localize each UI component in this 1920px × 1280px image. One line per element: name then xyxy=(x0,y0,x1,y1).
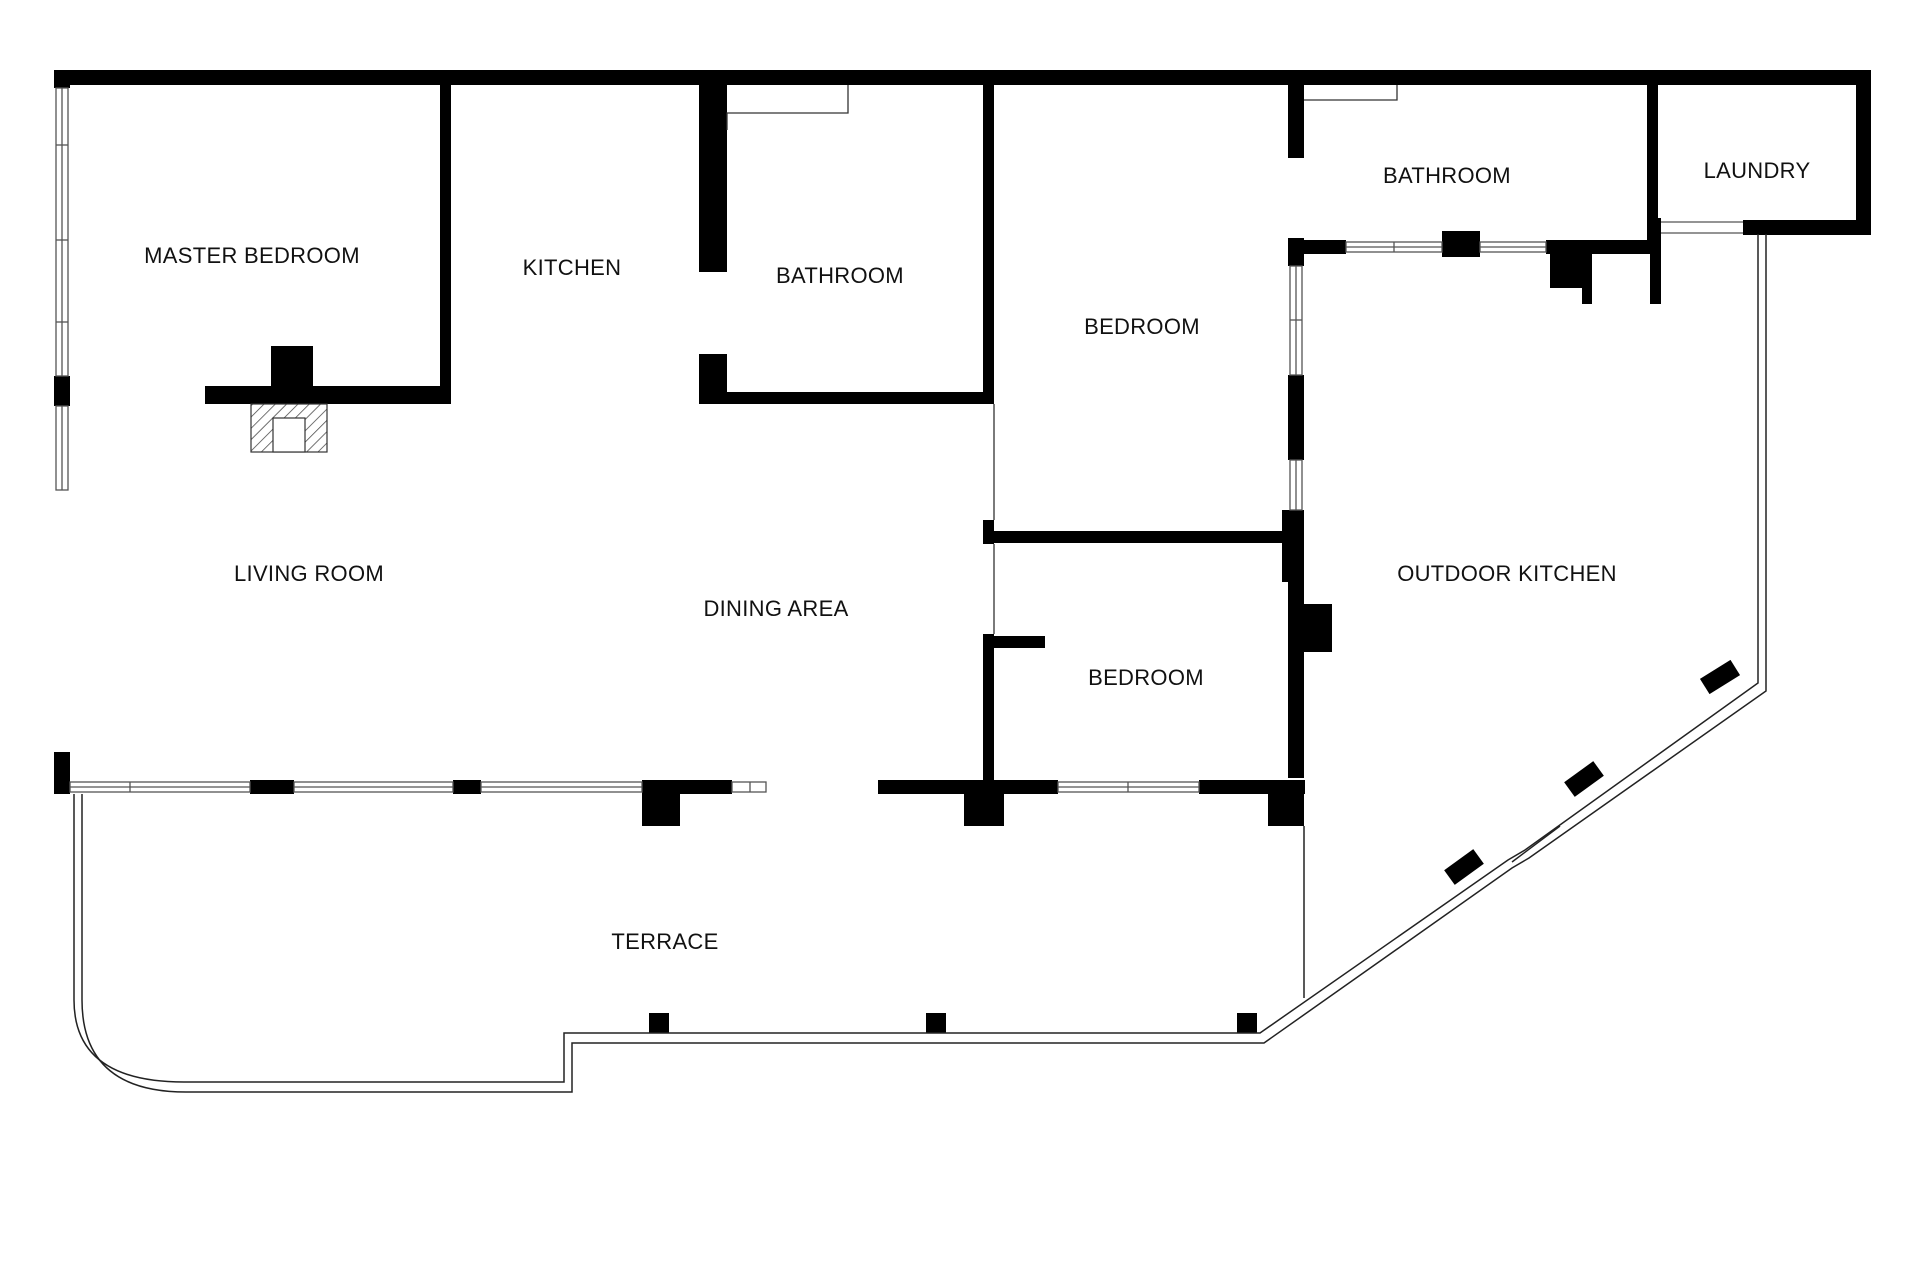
door-swings xyxy=(726,85,1398,634)
room-label-laundry: LAUNDRY xyxy=(1704,158,1811,183)
room-label-bathroom-main: BATHROOM xyxy=(776,263,904,288)
windows xyxy=(55,87,1743,793)
terrace-outline xyxy=(73,234,1767,1093)
room-label-living-room: LIVING ROOM xyxy=(234,561,384,586)
room-labels: MASTER BEDROOM KITCHEN BATHROOM BEDROOM … xyxy=(144,158,1810,954)
room-label-bedroom-upper: BEDROOM xyxy=(1084,314,1200,339)
room-label-dining-area: DINING AREA xyxy=(703,596,848,621)
room-label-master-bedroom: MASTER BEDROOM xyxy=(144,243,360,268)
room-label-outdoor-kitchen: OUTDOOR KITCHEN xyxy=(1397,561,1617,586)
fireplace xyxy=(250,403,328,453)
room-label-bedroom-lower: BEDROOM xyxy=(1088,665,1204,690)
room-label-bathroom-right: BATHROOM xyxy=(1383,163,1511,188)
walls xyxy=(54,70,1871,1033)
room-label-kitchen: KITCHEN xyxy=(523,255,622,280)
room-label-terrace: TERRACE xyxy=(611,929,718,954)
